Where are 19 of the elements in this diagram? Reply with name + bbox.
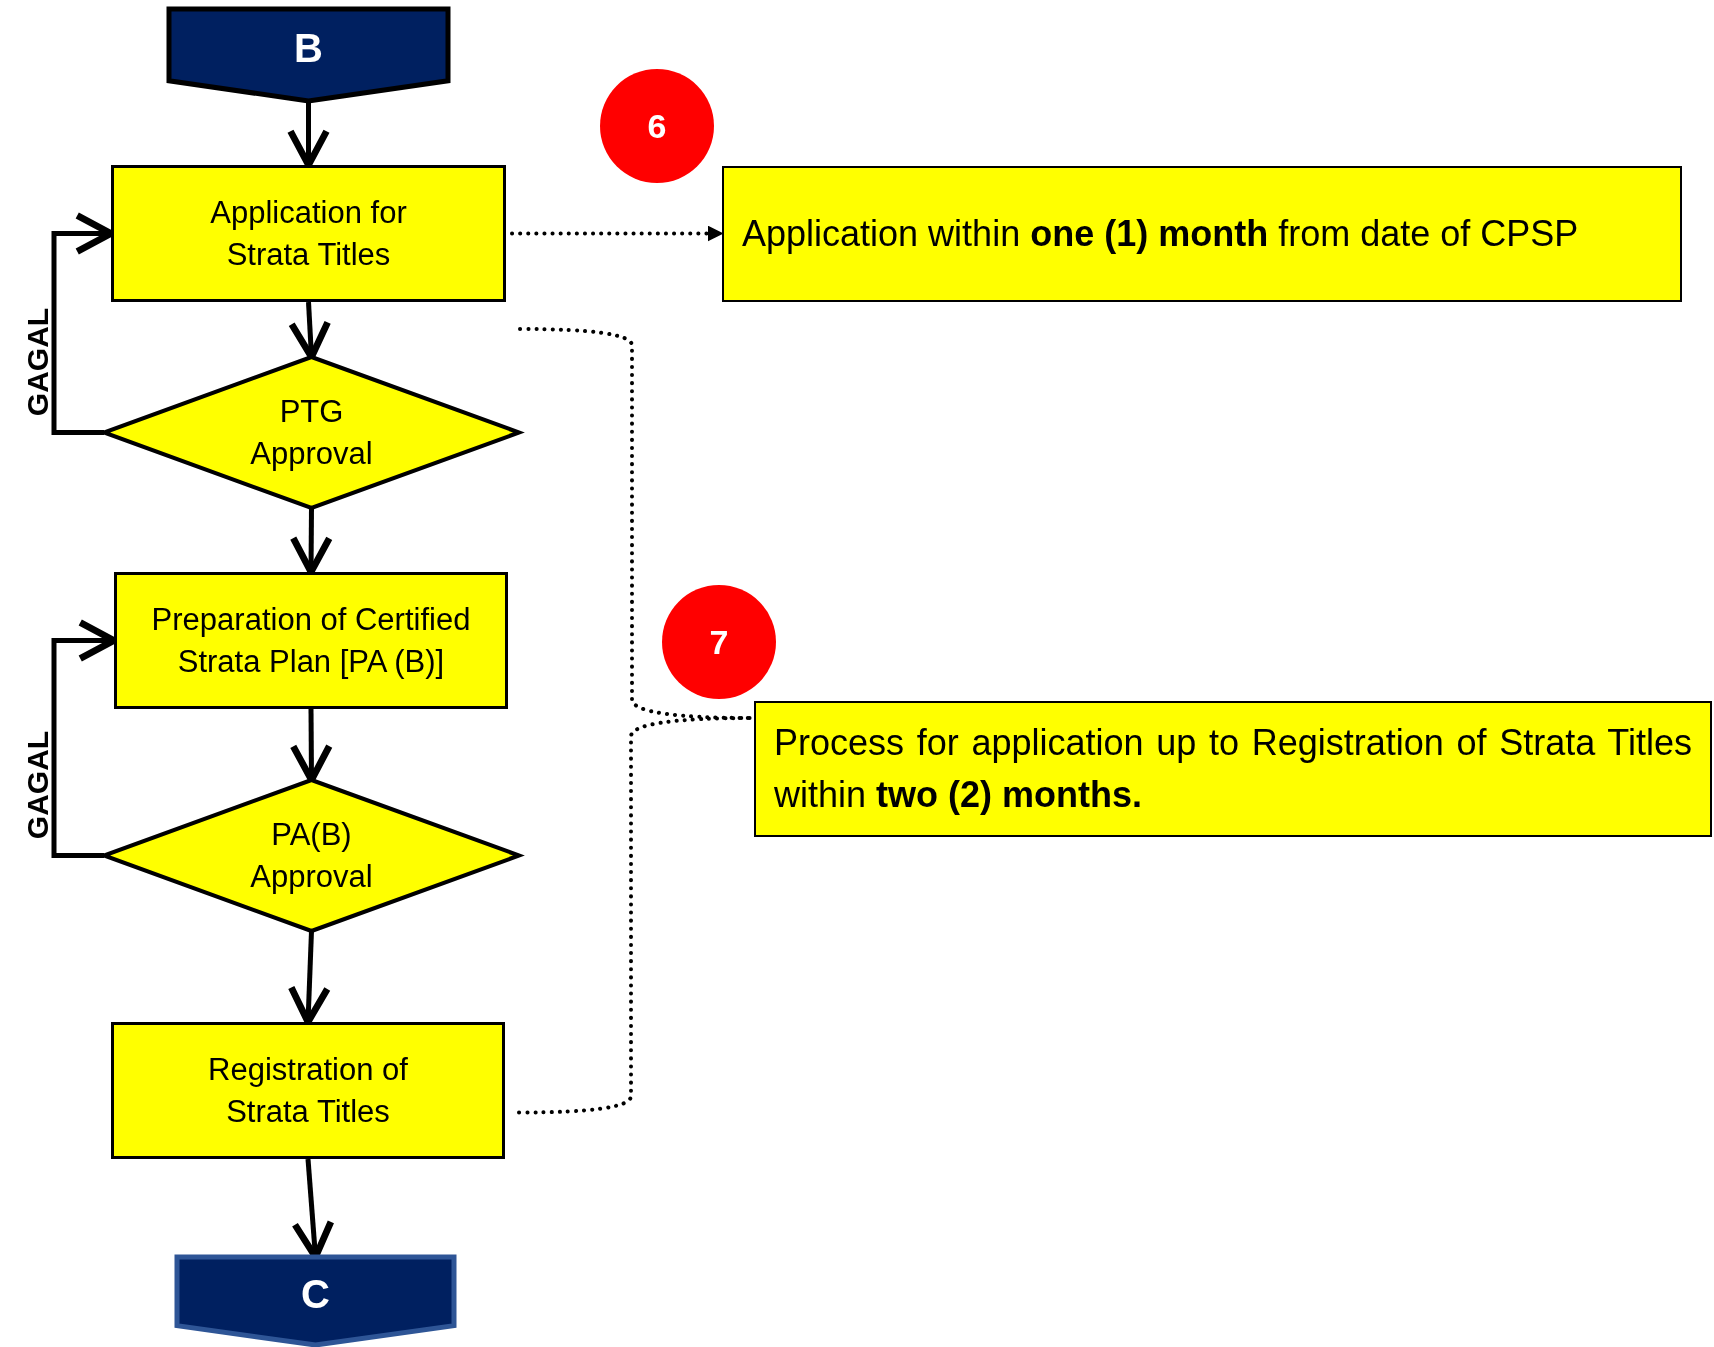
box-text: Preparation of Certified Strata Plan [PA (B)]	[150, 600, 472, 681]
decision-text: PTG Approval	[249, 392, 374, 473]
connector-letter: C	[301, 1271, 330, 1317]
process-box	[114, 572, 508, 709]
process-box	[111, 1022, 505, 1159]
edge-label: GAGAL	[21, 730, 56, 840]
step-number: 6	[647, 106, 667, 146]
note-text: Process for application up to Registration of Strata Titles within two (2) months.	[774, 720, 1692, 817]
box-text: Application for Strata Titles	[209, 193, 408, 274]
note-text: Application within one (1) month from date of CPSP	[742, 211, 1580, 256]
note-box	[754, 701, 1712, 837]
edge-label: GAGAL	[21, 307, 56, 417]
connector-letter: B	[294, 25, 323, 71]
process-box	[111, 165, 506, 302]
dotted-arrow	[510, 225, 724, 242]
box-text: Registration of Strata Titles	[207, 1050, 409, 1131]
step-number: 7	[709, 622, 729, 662]
note-box	[722, 166, 1682, 302]
decision-text: PA(B) Approval	[249, 815, 374, 896]
